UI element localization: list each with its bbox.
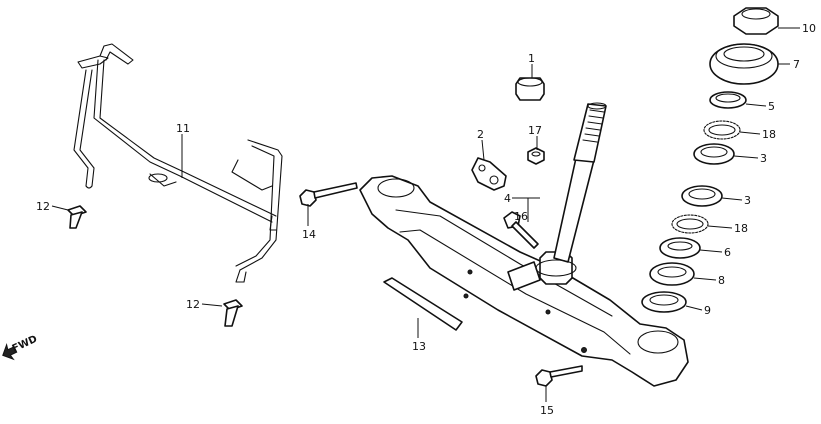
- steering-stem: [535, 102, 607, 285]
- race-3-lower: [681, 185, 723, 207]
- race-6: [659, 237, 701, 259]
- bolt-14: [299, 182, 358, 207]
- callout-7: 7: [793, 58, 800, 71]
- callout-14: 14: [302, 228, 316, 241]
- stem-bolt-16: [503, 211, 539, 249]
- callout-18-lower: 18: [734, 222, 748, 235]
- callout-6: 6: [724, 246, 731, 259]
- callout-10: 10: [802, 22, 816, 35]
- bolt-12-lower: [223, 299, 243, 327]
- callout-4: 4: [504, 192, 511, 205]
- nut-17: [527, 147, 545, 165]
- leader-lines: [51, 27, 800, 402]
- callout-18-upper: 18: [762, 128, 776, 141]
- callout-17: 17: [528, 124, 542, 137]
- race-3-upper: [693, 143, 735, 165]
- forward-label: FWD: [11, 334, 39, 355]
- bolt-12-upper: [67, 205, 87, 229]
- callout-12-upper: 12: [36, 200, 50, 213]
- callout-9: 9: [704, 304, 711, 317]
- callout-3-upper: 3: [760, 152, 767, 165]
- callout-15: 15: [540, 404, 554, 417]
- bracket-2: [471, 157, 507, 191]
- bolt-15: [535, 365, 583, 387]
- forward-arrow-icon: [2, 343, 18, 361]
- race-5: [709, 91, 747, 109]
- callout-3-lower: 3: [744, 194, 751, 207]
- dust-seal-10: [733, 7, 779, 35]
- callout-labels: 1 2 17 4 16 10 7 5 18 3 3 18 6 8 9 11 12…: [36, 22, 816, 417]
- callout-5: 5: [768, 100, 775, 113]
- steering-nut-7: [709, 43, 779, 85]
- callout-2: 2: [477, 128, 484, 141]
- cap-1: [515, 77, 545, 101]
- fork-crown: [359, 175, 689, 387]
- callout-8: 8: [718, 274, 725, 287]
- forward-direction-indicator: FWD: [2, 334, 39, 361]
- seal-8: [649, 262, 695, 286]
- strip-13: [383, 277, 463, 331]
- callout-1: 1: [528, 52, 535, 65]
- bearing-18-lower: [671, 214, 709, 234]
- washer-9: [641, 291, 687, 313]
- callout-12-lower: 12: [186, 298, 200, 311]
- callout-16: 16: [514, 210, 528, 223]
- callout-11: 11: [176, 122, 190, 135]
- harness-guide-bracket: [73, 43, 283, 283]
- callout-13: 13: [412, 340, 426, 353]
- bearing-18-upper: [703, 120, 741, 140]
